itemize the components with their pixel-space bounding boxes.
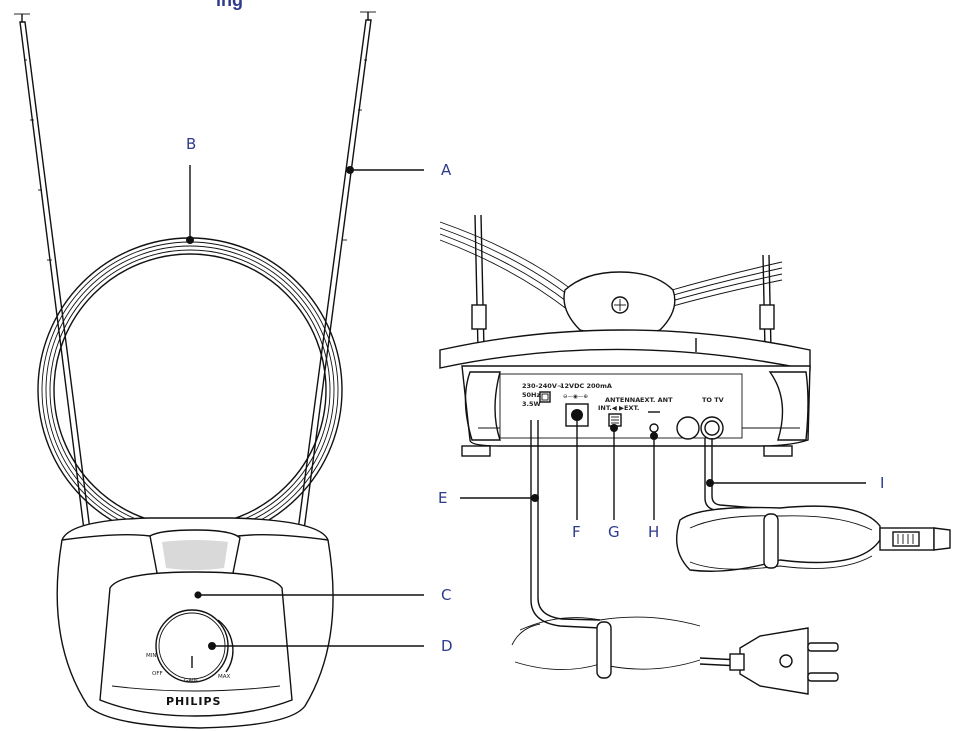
power-cable [511, 420, 839, 695]
dial-max-label: MAX [218, 674, 231, 680]
power-rating-line-2: 50Hz [522, 391, 540, 399]
callout-F: F [572, 523, 581, 541]
dial-off-label: OFF [152, 671, 163, 677]
callout-E: E [438, 489, 447, 507]
dc-polarity-symbol: ⊖—◉—⊕ [563, 394, 588, 400]
callout-G: G [608, 523, 620, 541]
dial-min-label: MIN [146, 653, 156, 659]
rear-callouts [460, 413, 866, 520]
callout-A: A [441, 161, 452, 179]
double-insulation-symbol [539, 391, 551, 403]
callout-C: C [441, 586, 451, 604]
callout-D: D [441, 637, 453, 655]
header-title-fragment: ing [216, 0, 243, 10]
rod-right [297, 11, 376, 531]
antenna-switch-options: INT.◀ ▶EXT. [598, 404, 639, 412]
power-rating-line-3: 3.5W [522, 400, 541, 408]
to-tv-socket [700, 416, 724, 440]
front-antenna-unit: MIN OFF GAIN MAX PHILIPS [14, 11, 376, 729]
callout-I: I [880, 474, 884, 492]
gain-knob [155, 609, 234, 683]
power-rating-line-1: 230-240V~ [522, 382, 562, 390]
antenna-switch-title: ANTENNA [605, 396, 640, 404]
callout-B: B [186, 135, 196, 153]
power-plug [739, 627, 809, 695]
tv-cable [676, 438, 951, 572]
dial-gain-label: GAIN [184, 678, 198, 684]
dc-input-label: 12VDC 200mA [560, 382, 612, 390]
rear-antenna-unit: 230-240V~ 50Hz 3.5W 12VDC 200mA ⊖—◉—⊕ AN… [439, 214, 951, 695]
to-tv-label: TO TV [702, 396, 724, 404]
ext-ant-label: EXT. ANT [640, 396, 673, 404]
brand-logo: PHILIPS [166, 695, 221, 708]
front-callouts [186, 165, 424, 650]
callout-H: H [648, 523, 659, 541]
ext-ant-jack [649, 423, 659, 433]
